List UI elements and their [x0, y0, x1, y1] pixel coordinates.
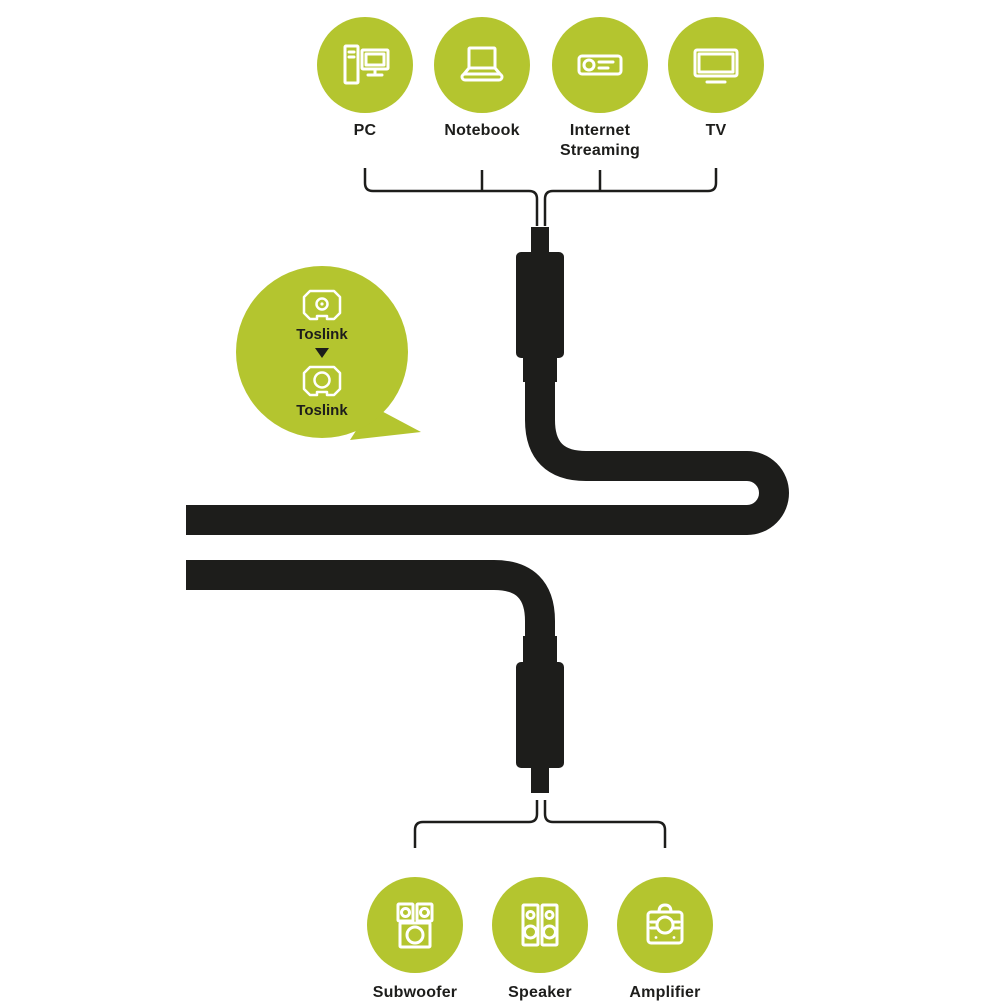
- device-label-tv: TV: [705, 122, 727, 139]
- device-badge-internet-streaming: [552, 17, 648, 113]
- arrow-down-icon: [315, 348, 329, 358]
- device-badge-amplifier: [617, 877, 713, 973]
- toslink-plug-bottom: [516, 636, 564, 793]
- device-label-subwoofer: Subwoofer: [372, 984, 458, 1001]
- subwoofer-icon: [396, 902, 434, 949]
- pc-icon: [343, 44, 390, 85]
- device-badge-notebook: [434, 17, 530, 113]
- toslink-female-connector-icon: [302, 365, 342, 397]
- device-label-speaker: Speaker: [508, 984, 572, 1001]
- toslink-source-label: Toslink: [296, 326, 348, 343]
- toslink-callout: Toslink Toslink: [237, 266, 407, 440]
- toslink-target-label: Toslink: [296, 402, 348, 419]
- internet-streaming-icon: [577, 54, 623, 76]
- device-label-pc: PC: [353, 122, 377, 139]
- tv-icon: [693, 48, 739, 84]
- device-label-amplifier: Amplifier: [629, 984, 701, 1001]
- bottom-bracket: [413, 800, 667, 848]
- notebook-icon: [460, 46, 504, 82]
- device-badge-speaker: [492, 877, 588, 973]
- device-badge-subwoofer: [367, 877, 463, 973]
- device-badge-pc: [317, 17, 413, 113]
- toslink-male-connector-icon: [302, 289, 342, 321]
- amplifier-icon: [646, 903, 684, 945]
- optical-cable: [186, 372, 789, 648]
- speaker-icon: [521, 903, 559, 947]
- toslink-plug-top: [516, 227, 564, 382]
- device-label-internet-streaming: Internet Streaming: [559, 122, 641, 159]
- top-bracket: [363, 168, 718, 226]
- device-label-notebook: Notebook: [444, 122, 520, 139]
- device-badge-tv: [668, 17, 764, 113]
